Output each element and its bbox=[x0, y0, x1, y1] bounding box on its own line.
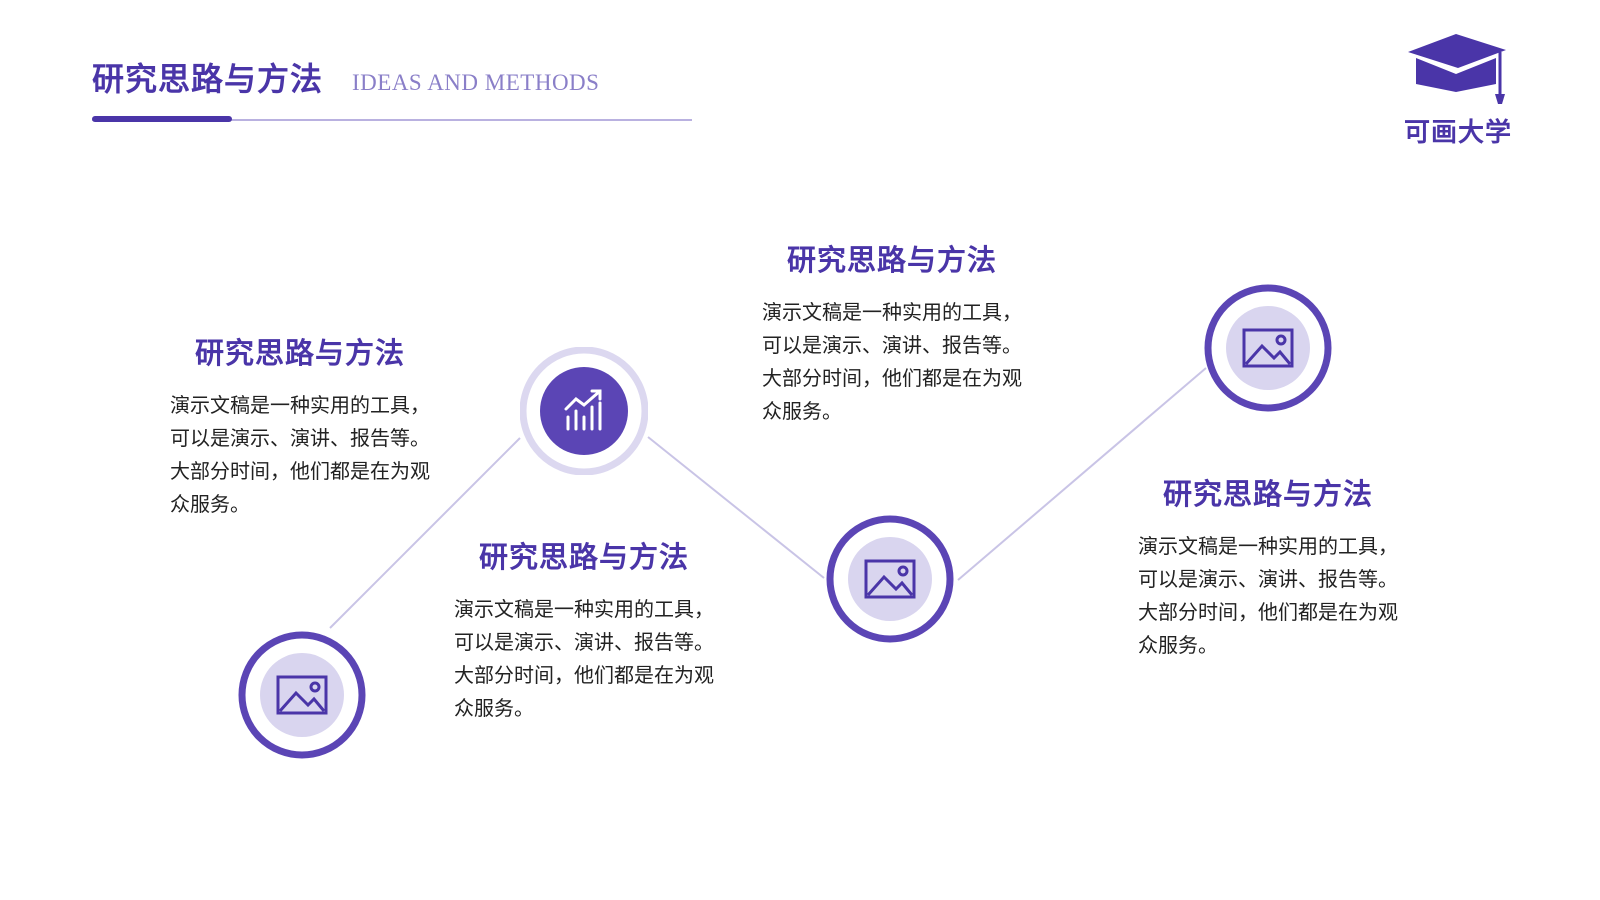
page-title: 研究思路与方法 bbox=[92, 60, 324, 98]
logo-name: 可画大学 bbox=[1403, 118, 1512, 148]
block-3-paragraph-1: 演示文稿是一种实用的工具，可以是演示、演讲、报告等。 bbox=[762, 300, 1022, 357]
chart-growth-icon bbox=[564, 389, 602, 431]
block-1-paragraph-2: 大部分时间，他们都是在为观众服务。 bbox=[170, 459, 430, 516]
image-icon bbox=[276, 675, 328, 715]
block-2-title: 研究思路与方法 bbox=[478, 540, 689, 574]
block-1-paragraph-1: 演示文稿是一种实用的工具，可以是演示、演讲、报告等。 bbox=[170, 393, 430, 450]
block-1-title: 研究思路与方法 bbox=[194, 336, 405, 370]
block-2-body: 演示文稿是一种实用的工具，可以是演示、演讲、报告等。 大部分时间，他们都是在为观… bbox=[454, 593, 724, 725]
block-4-paragraph-1: 演示文稿是一种实用的工具，可以是演示、演讲、报告等。 bbox=[1138, 534, 1398, 591]
graduation-cap-icon bbox=[1408, 34, 1506, 104]
block-4-paragraph-2: 大部分时间，他们都是在为观众服务。 bbox=[1138, 600, 1398, 657]
block-4-body: 演示文稿是一种实用的工具，可以是演示、演讲、报告等。 大部分时间，他们都是在为观… bbox=[1138, 530, 1408, 662]
node-image-3 bbox=[1204, 284, 1332, 412]
header-divider-accent bbox=[92, 116, 232, 122]
block-3-body: 演示文稿是一种实用的工具，可以是演示、演讲、报告等。 大部分时间，他们都是在为观… bbox=[762, 296, 1032, 428]
block-2-paragraph-1: 演示文稿是一种实用的工具，可以是演示、演讲、报告等。 bbox=[454, 597, 714, 654]
page-subtitle: IDEAS AND METHODS bbox=[352, 70, 600, 95]
block-3-title: 研究思路与方法 bbox=[786, 243, 997, 277]
node-image-2 bbox=[826, 515, 954, 643]
node-chart bbox=[520, 347, 648, 475]
header-divider bbox=[92, 119, 692, 121]
block-4-title: 研究思路与方法 bbox=[1162, 477, 1373, 511]
block-3-paragraph-2: 大部分时间，他们都是在为观众服务。 bbox=[762, 366, 1022, 423]
node-image-1 bbox=[238, 631, 366, 759]
block-1-body: 演示文稿是一种实用的工具，可以是演示、演讲、报告等。 大部分时间，他们都是在为观… bbox=[170, 389, 440, 521]
image-icon bbox=[864, 559, 916, 599]
block-2-paragraph-2: 大部分时间，他们都是在为观众服务。 bbox=[454, 663, 714, 720]
image-icon bbox=[1242, 328, 1294, 368]
